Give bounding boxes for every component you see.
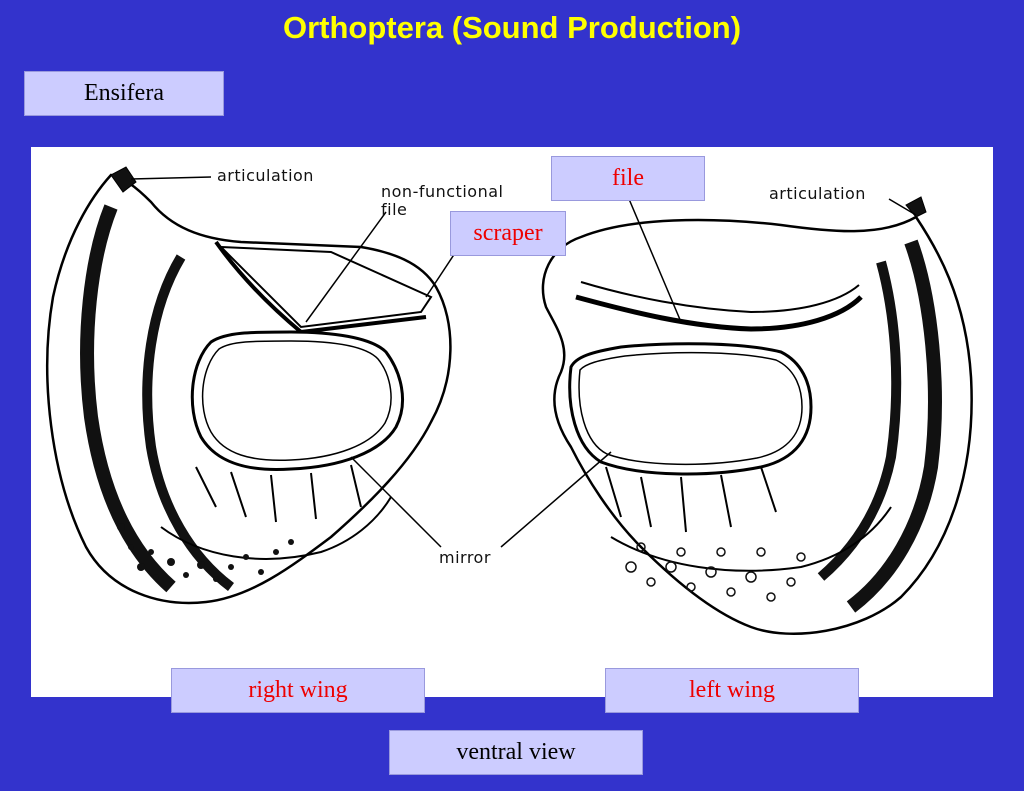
scraper-label-box: scraper — [450, 211, 566, 256]
right-wing-label-box: right wing — [171, 668, 425, 713]
right-wing-drawing — [46, 166, 460, 605]
articulation-label-left-wing: articulation — [769, 184, 866, 203]
ventral-view-label-box: ventral view — [389, 730, 643, 775]
non-functional-file-label: file — [381, 200, 407, 219]
left-wing-drawing — [500, 196, 973, 635]
wing-illustration: articulation non-functional file articul… — [46, 166, 973, 635]
mirror-label: mirror — [439, 548, 491, 567]
file-label-box: file — [551, 156, 705, 201]
slide-title: Orthoptera (Sound Production) — [282, 10, 742, 45]
non-functional-label: non-functional — [381, 182, 503, 201]
ensifera-label-box: Ensifera — [24, 71, 224, 116]
articulation-label-right-wing: articulation — [217, 166, 314, 185]
left-wing-label-box: left wing — [605, 668, 859, 713]
